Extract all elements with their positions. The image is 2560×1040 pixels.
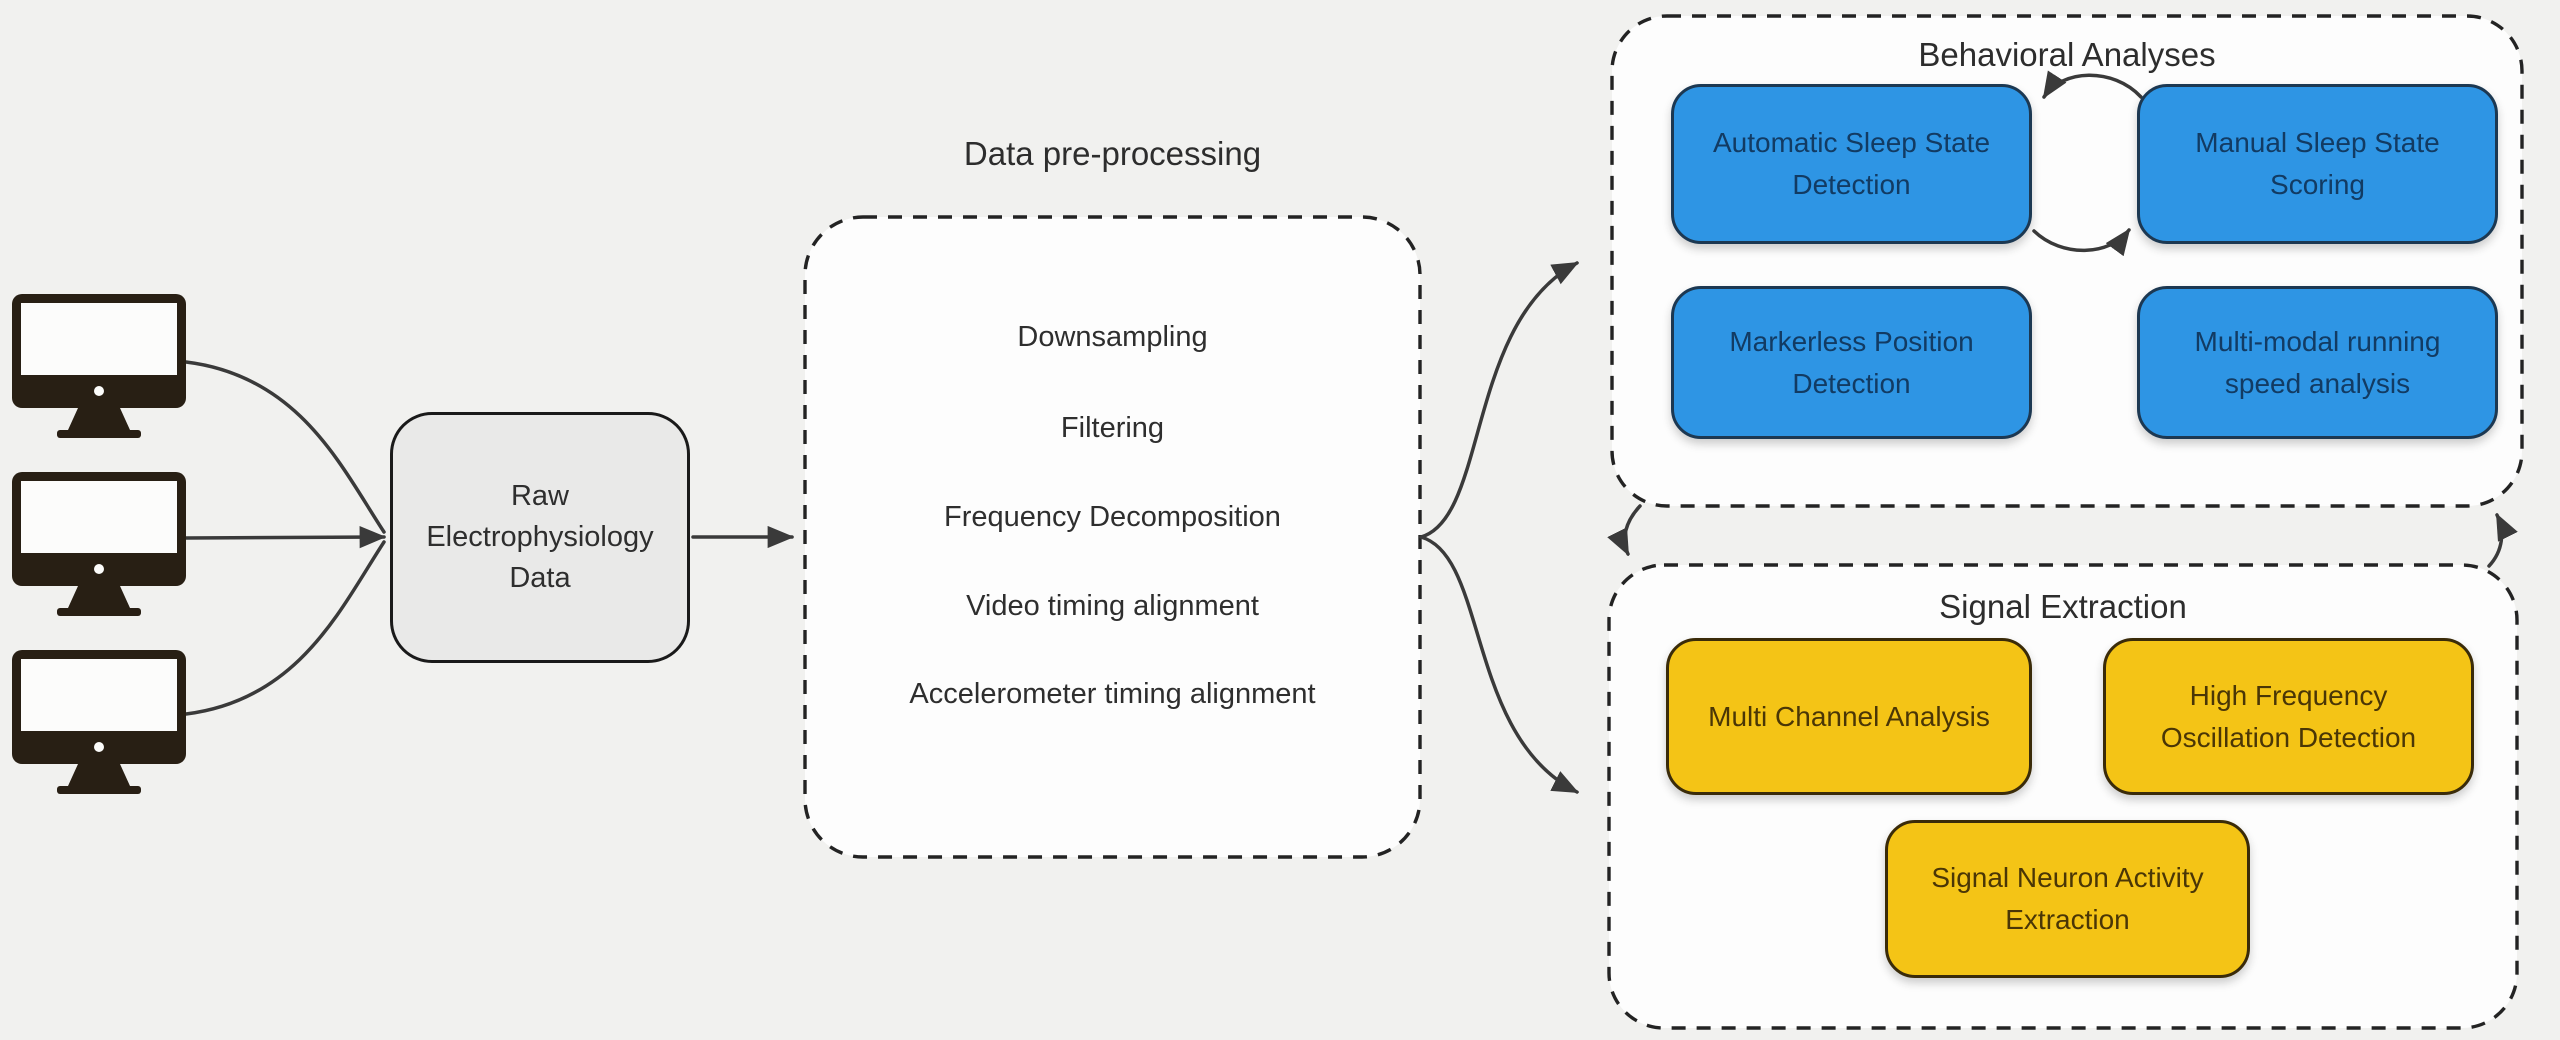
preprocessing-item: Downsampling xyxy=(1017,321,1208,353)
arrow-monitor-bottom-to-raw xyxy=(184,540,386,716)
node-manual-sleep-state-scoring: Manual Sleep State Scoring xyxy=(2137,84,2498,244)
arrow-signal-to-behavioral xyxy=(2487,513,2518,568)
arrow-manual-to-automatic xyxy=(2042,70,2143,99)
arrow-preprocessing-to-behavioral xyxy=(1419,261,1579,539)
behavioral-analyses-title: Behavioral Analyses xyxy=(1918,36,2216,73)
arrow-preprocessing-to-signal xyxy=(1419,535,1579,794)
preprocessing-item: Video timing alignment xyxy=(966,590,1259,622)
preprocessing-item: Accelerometer timing alignment xyxy=(909,678,1316,710)
preprocessing-item: Filtering xyxy=(1060,412,1165,444)
arrow-behavioral-to-signal xyxy=(1607,504,1642,556)
node-markerless-position-detection: Markerless Position Detection xyxy=(1671,286,2032,439)
preprocessing-item: Frequency Decomposition xyxy=(944,501,1281,533)
node-multi-modal-running-speed-analysis: Multi-modal running speed analysis xyxy=(2137,286,2498,439)
node-signal-neuron-activity-extraction: Signal Neuron Activity Extraction xyxy=(1885,820,2250,978)
node-raw-electrophysiology-data: Raw Electrophysiology Data xyxy=(390,412,690,663)
desktop-monitor-icon xyxy=(10,292,188,438)
node-high-frequency-oscillation-detection: High Frequency Oscillation Detection xyxy=(2103,638,2474,795)
desktop-monitor-icon xyxy=(10,648,188,794)
signal-extraction-title: Signal Extraction xyxy=(1939,588,2187,625)
arrow-automatic-to-manual xyxy=(2032,228,2131,257)
preprocessing-title: Data pre-processing xyxy=(963,135,1262,172)
node-automatic-sleep-state-detection: Automatic Sleep State Detection xyxy=(1671,84,2032,244)
desktop-monitor-icon xyxy=(10,470,188,616)
arrow-monitor-top-to-raw xyxy=(184,360,386,534)
arrow-monitor-middle-to-raw xyxy=(184,526,387,549)
node-multi-channel-analysis: Multi Channel Analysis xyxy=(1666,638,2032,795)
